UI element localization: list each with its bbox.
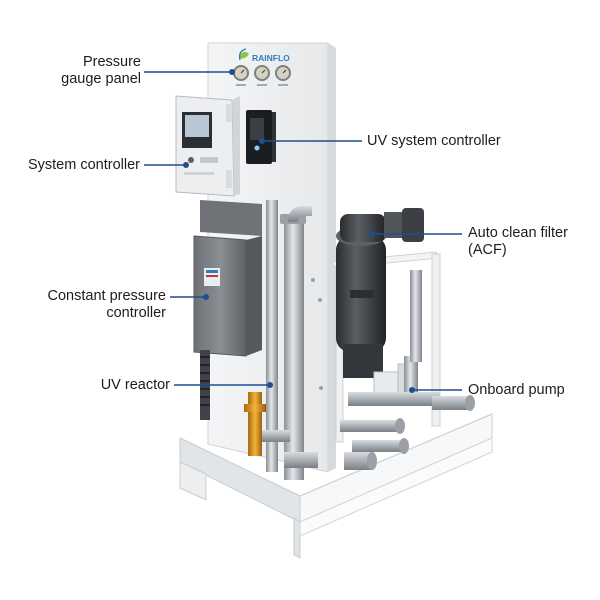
onboard-pump-unit: [340, 270, 475, 470]
system-controller-unit: [175, 95, 240, 197]
uv-controller-unit: [246, 110, 276, 164]
auto-clean-filter-unit: [336, 208, 424, 378]
callout-auto-clean-filter: Auto clean filter (ACF): [468, 225, 568, 258]
callout-constant-pressure-controller: Constant pressure controller: [47, 288, 166, 321]
constant-pressure-controller-unit: [193, 200, 262, 420]
pressure-gauges: [233, 65, 291, 86]
uv-reactor-unit: [244, 200, 318, 480]
brand-logo: RAINFLO: [238, 48, 290, 63]
callout-system-controller: System controller: [27, 157, 140, 173]
leader-lines: [144, 71, 462, 391]
leader-dots: [183, 69, 415, 393]
callout-pressure-gauge-panel: Pressure gauge panel: [61, 54, 141, 87]
callout-uv-reactor: UV reactor: [100, 377, 170, 393]
base-platform: [179, 413, 493, 559]
callout-uv-system-controller: UV system controller: [367, 133, 501, 149]
brand-logo-text: RAINFLO: [252, 53, 290, 63]
callout-onboard-pump: Onboard pump: [468, 382, 565, 398]
